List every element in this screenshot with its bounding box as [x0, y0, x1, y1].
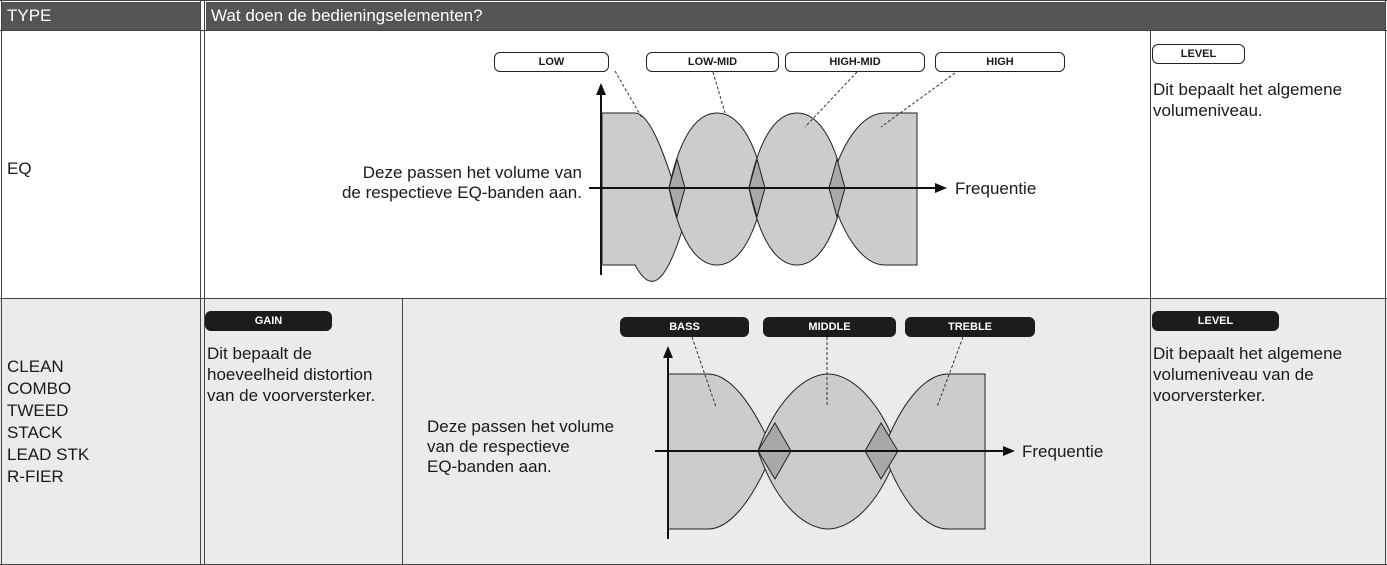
amp-axis-label: Frequentie: [1022, 442, 1103, 461]
gain-description: Dit bepaalt de hoeveelheid distortion va…: [207, 344, 376, 405]
band-label-low: LOW: [494, 52, 609, 72]
eq-band-shapes: [601, 112, 918, 282]
amp-band-diagram: Frequentie Deze passen het volume van de…: [427, 336, 1103, 539]
band-label-middle: MIDDLE: [763, 317, 896, 337]
band-label-high: HIGH: [935, 52, 1065, 72]
eq-band-description-line1: Deze passen het volume van: [363, 163, 582, 182]
grid-line: [204, 0, 205, 565]
amp-type: TWEED: [7, 401, 69, 420]
band-label-bass: BASS: [620, 317, 749, 337]
eq-level-description: Dit bepaalt het algemene volumeniveau.: [1153, 80, 1343, 120]
amp-band-description-line3: EQ-banden aan.: [427, 457, 552, 476]
grid-line: [0, 30, 1387, 31]
eq-type-label: EQ: [7, 159, 32, 178]
grid-line: [1, 0, 2, 565]
grid-line: [0, 0, 1387, 1]
eq-level-label: LEVEL: [1152, 44, 1245, 64]
header-controls: Wat doen de bedieningselementen?: [206, 2, 1385, 30]
eq-axis-label: Frequentie: [955, 179, 1036, 198]
amp-type: STACK: [7, 423, 63, 442]
band-label-high-mid: HIGH-MID: [785, 52, 925, 72]
grid-line: [0, 298, 1387, 299]
gain-label: GAIN: [205, 311, 332, 331]
grid-line: [200, 0, 201, 565]
grid-line: [1150, 30, 1151, 565]
amp-level-description: Dit bepaalt het algemene volumeniveau va…: [1153, 344, 1343, 405]
amp-type: R-FIER: [7, 467, 64, 486]
amp-band-description-line2: van de respectieve: [427, 437, 570, 456]
amp-type: COMBO: [7, 379, 72, 398]
amp-type: CLEAN: [7, 357, 64, 376]
eq-band-description-line2: de respectieve EQ-banden aan.: [342, 183, 582, 202]
eq-leader-lines: [614, 70, 956, 128]
band-label-treble: TREBLE: [905, 317, 1035, 337]
eq-band-diagram: Frequentie Deze passen het volume van de…: [342, 70, 1036, 282]
amp-types-list: CLEAN COMBO TWEED STACK LEAD STK R-FIER: [7, 356, 89, 488]
grid-line: [402, 298, 403, 565]
amp-level-label: LEVEL: [1152, 311, 1279, 331]
amp-vertical-arrow: [663, 346, 673, 358]
grid-line: [1385, 0, 1386, 565]
amp-leader-lines: [691, 336, 964, 408]
eq-vertical-arrow: [596, 83, 606, 95]
header-type: TYPE: [2, 2, 200, 30]
amp-band-description-line1: Deze passen het volume: [427, 417, 614, 436]
amp-type: LEAD STK: [7, 445, 90, 464]
amp-frequency-arrow: [1003, 446, 1015, 456]
band-label-low-mid: LOW-MID: [646, 52, 779, 72]
eq-frequency-arrow: [935, 183, 947, 193]
